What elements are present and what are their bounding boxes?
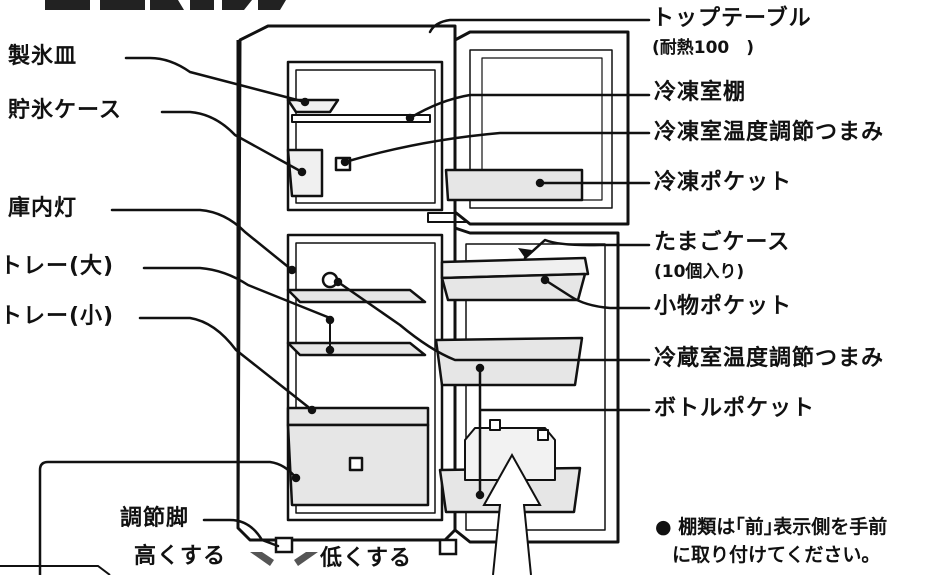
egg-case-arrowhead <box>518 248 532 258</box>
insertion-arrow <box>482 452 542 575</box>
freezer-door <box>444 30 630 226</box>
interior-parts <box>286 98 431 507</box>
adjuster-rotation-arrows <box>250 552 318 566</box>
label-tray-small: トレー(小) <box>0 304 115 329</box>
label-egg-case: たまごケース <box>654 230 791 255</box>
callout-box-edge <box>0 565 111 575</box>
label-interior-light: 庫内灯 <box>8 196 78 221</box>
header-title-art <box>45 0 286 10</box>
label-bottle-pocket: ボトルポケット <box>654 396 816 421</box>
label-ice-tray: 製氷皿 <box>8 44 78 69</box>
label-freezer-pocket: 冷凍ポケット <box>654 170 793 195</box>
label-egg-case-note: (10個入り) <box>654 262 745 282</box>
label-top-table: トップテーブル <box>652 6 812 31</box>
note-line-2: に取り付けてください。 <box>672 544 881 566</box>
leader-lines <box>38 18 651 575</box>
refrigerator-door <box>434 226 620 544</box>
label-lower: 低くする <box>320 546 413 571</box>
label-ice-case: 貯氷ケース <box>8 98 122 123</box>
label-tray-large: トレー(大) <box>0 254 115 279</box>
label-adjuster-foot: 調節脚 <box>120 506 190 531</box>
label-top-table-note: (耐熱100 ) <box>652 38 755 58</box>
label-small-items-pocket: 小物ポケット <box>654 294 793 319</box>
label-higher: 高くする <box>134 544 227 569</box>
label-freezer-temp-knob: 冷凍室温度調節つまみ <box>654 120 885 145</box>
label-fridge-temp-knob: 冷蔵室温度調節つまみ <box>654 346 885 371</box>
label-freezer-shelf: 冷凍室棚 <box>654 80 747 105</box>
note-line-1: ● 棚類は｢前｣表示側を手前 <box>655 516 888 538</box>
adjuster-feet <box>274 536 458 556</box>
